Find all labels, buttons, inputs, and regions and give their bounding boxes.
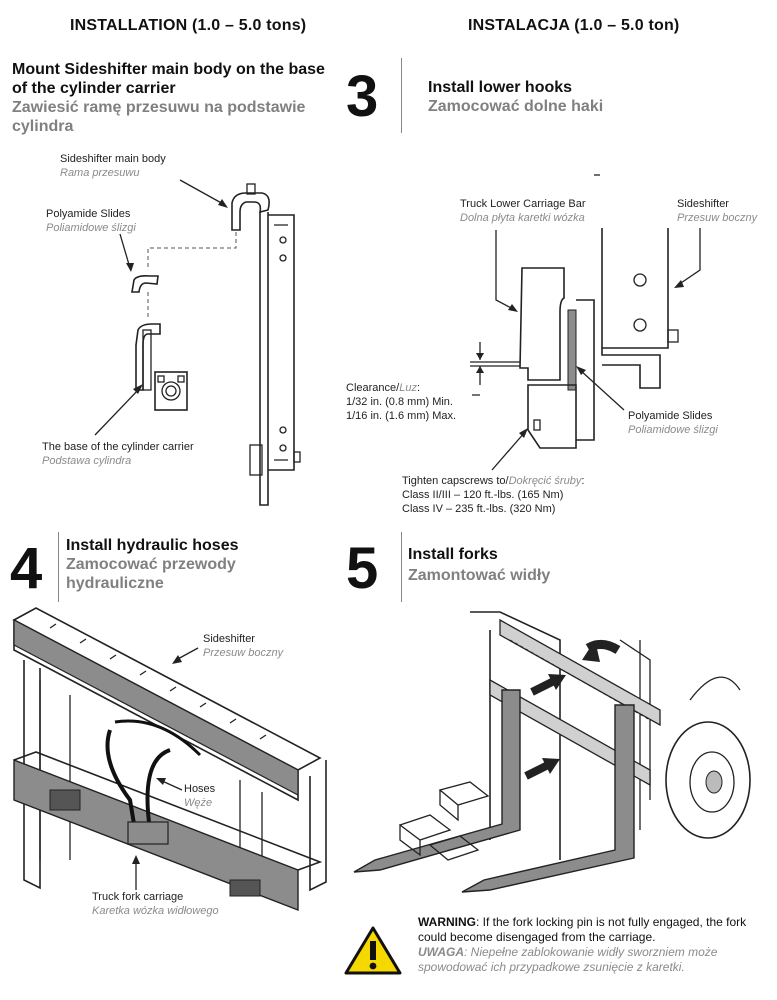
warning-text: WARNING: If the fork locking pin is not … — [418, 915, 770, 975]
step4-number: 4 — [10, 536, 43, 601]
label-base: The base of the cylinder carrier — [42, 441, 194, 453]
step3-title-pl: Zamocować dolne haki — [428, 98, 604, 115]
leader-main-body — [179, 179, 226, 206]
step5-title-en: Install forks — [408, 546, 498, 563]
label-sideshifter-3: Sideshifter — [677, 198, 729, 210]
label-hoses-pl: Węże — [184, 797, 213, 809]
leader-slides — [119, 233, 131, 269]
arrow-head-icon — [126, 263, 134, 272]
warning-icon — [344, 926, 402, 975]
label-main-body: Sideshifter main body — [60, 153, 166, 165]
header-right: INSTALACJA (1.0 – 5.0 ton) — [468, 17, 680, 34]
label-sideshifter-3-pl: Przesuw boczny — [677, 212, 758, 224]
warning-pl: UWAGA: Niepełne zablokowanie widły sworz… — [418, 945, 718, 974]
label-slides-2: Polyamide Slides — [46, 208, 131, 220]
label-class-23: Class II/III – 120 ft.-lbs. (165 Nm) — [402, 489, 564, 501]
label-tighten: Tighten capscrews to/Dokręcić śruby: — [402, 475, 585, 487]
step2-title-en: Mount Sideshifter main body on the base … — [12, 61, 325, 97]
cylinder-carrier-base-drawing — [135, 323, 188, 411]
sideshifter-main-body-drawing — [231, 183, 301, 506]
label-carriage-pl: Karetka wózka widłowego — [92, 905, 219, 917]
arrow-head-icon — [218, 199, 228, 208]
label-slides-2-pl: Poliamidowe ślizgi — [46, 222, 136, 234]
step4-title: Install hydraulic hoses Zamocować przewo… — [66, 536, 306, 593]
warning-en: WARNING: If the fork locking pin is not … — [418, 915, 747, 944]
label-slides-3-pl: Poliamidowe ślizgi — [628, 424, 718, 436]
step5-title-pl: Zamontować widły — [408, 567, 551, 584]
step2-title-pl: Zawiesić ramę przesuwu na podstawie cyli… — [12, 99, 306, 135]
header-left: INSTALLATION (1.0 – 5.0 tons) — [70, 17, 307, 34]
sideshifter-frame-drawing — [12, 607, 327, 912]
label-lower-bar-pl: Dolna płyta karetki wózka — [460, 212, 585, 224]
label-carriage: Truck fork carriage — [92, 891, 184, 903]
label-clearance-min: 1/32 in. (0.8 mm) Min. — [346, 396, 453, 408]
label-hoses: Hoses — [184, 783, 216, 795]
step4-title-pl: Zamocować przewody hydrauliczne — [66, 556, 236, 592]
label-sideshifter-4: Sideshifter — [203, 633, 255, 645]
label-lower-bar: Truck Lower Carriage Bar — [460, 198, 586, 210]
label-clearance: Clearance/Luz: — [346, 382, 421, 394]
step4-title-en: Install hydraulic hoses — [66, 537, 239, 554]
step2-title: Mount Sideshifter main body on the base … — [12, 60, 332, 136]
label-clearance-max: 1/16 in. (1.6 mm) Max. — [346, 410, 457, 422]
forklift-drawing — [353, 611, 751, 893]
arrow-head-icon — [133, 384, 143, 394]
polyamide-slide-drawing — [131, 275, 159, 293]
label-main-body-pl: Rama przesuwu — [60, 167, 140, 179]
step3-sideshifter-drawing — [601, 228, 679, 389]
label-class-4: Class IV – 235 ft.-lbs. (320 Nm) — [402, 503, 556, 515]
leader-base — [94, 387, 141, 436]
label-slides-3: Polyamide Slides — [628, 410, 713, 422]
step3-title-en: Install lower hooks — [428, 79, 573, 96]
step5-number: 5 — [346, 536, 379, 601]
step3-number: 3 — [346, 64, 379, 129]
step3-carriage-bar-drawing — [519, 267, 595, 449]
label-sideshifter-4-pl: Przesuw boczny — [203, 647, 284, 659]
label-base-pl: Podstawa cylindra — [42, 455, 132, 467]
